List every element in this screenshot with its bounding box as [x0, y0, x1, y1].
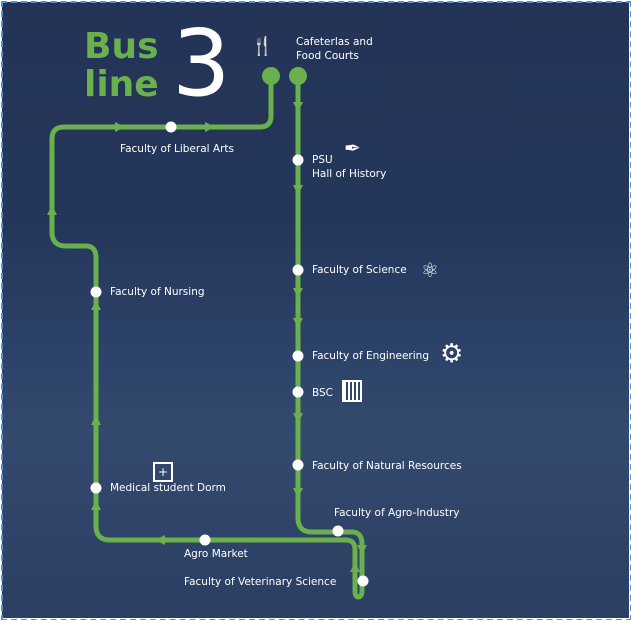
- stop-natural-resources[interactable]: Faculty of Natural Resources: [312, 460, 462, 472]
- building-icon: [342, 380, 362, 402]
- stop-label: Hall of History: [312, 168, 387, 180]
- stop-label: Cafeterlas and: [296, 36, 373, 48]
- arrow: [115, 122, 125, 132]
- arrow: [293, 413, 303, 423]
- stop-liberal-arts[interactable]: Faculty of Liberal Arts: [120, 143, 234, 155]
- arrow: [47, 205, 57, 215]
- title-line1: Bus: [84, 26, 159, 67]
- stop-bsc[interactable]: BSC: [312, 387, 334, 399]
- arrow: [293, 185, 303, 195]
- route-left-branch: [49, 73, 358, 593]
- arrow: [357, 545, 367, 555]
- arrow: [91, 415, 101, 425]
- arrow: [293, 318, 303, 328]
- stop-psu-hall[interactable]: PSU Hall of History: [312, 153, 386, 181]
- stop-engineering[interactable]: Faculty of Engineering: [312, 350, 429, 362]
- stop-dot: [292, 154, 304, 166]
- title-line2: line: [84, 64, 159, 105]
- cafeteria-elephant-icon: 🍴: [251, 36, 274, 57]
- line-number: 3: [172, 10, 231, 117]
- book-quill-icon: ✒: [344, 136, 361, 160]
- hospital-icon: +: [153, 462, 173, 482]
- stop-dot: [292, 386, 304, 398]
- arrow: [293, 488, 303, 498]
- stop-dot: [292, 350, 304, 362]
- arrow: [91, 300, 101, 310]
- stop-veterinary-science[interactable]: Faculty of Veterinary Science: [184, 576, 337, 588]
- route-right-branch: [295, 73, 365, 600]
- terminal-dot-right: [289, 67, 307, 85]
- arrow: [155, 535, 165, 545]
- stop-agro-market[interactable]: Agro Market: [184, 548, 248, 560]
- stop-dot: [90, 482, 102, 494]
- arrow: [91, 500, 101, 510]
- stop-nursing[interactable]: Faculty of Nursing: [110, 286, 205, 298]
- stop-dot: [357, 575, 369, 587]
- stop-dot: [90, 286, 102, 298]
- stop-dot: [292, 264, 304, 276]
- terminal-dot-left: [262, 67, 280, 85]
- arrow: [350, 562, 360, 572]
- atom-icon: ⚛: [421, 258, 439, 282]
- stop-medical-dorm[interactable]: Medical student Dorm: [110, 482, 226, 494]
- stop-dot: [165, 121, 177, 133]
- arrow: [293, 102, 303, 112]
- stop-science[interactable]: Faculty of Science: [312, 264, 407, 276]
- arrow: [205, 122, 215, 132]
- stop-label: Food Courts: [296, 50, 359, 62]
- gear-icon: ⚙: [440, 339, 464, 369]
- stop-label: PSU: [312, 154, 333, 166]
- stop-dot: [199, 534, 211, 546]
- stop-agro-industry[interactable]: Faculty of Agro-Industry: [334, 507, 460, 519]
- stop-dot: [292, 459, 304, 471]
- stop-dot: [332, 525, 344, 537]
- arrow: [293, 288, 303, 298]
